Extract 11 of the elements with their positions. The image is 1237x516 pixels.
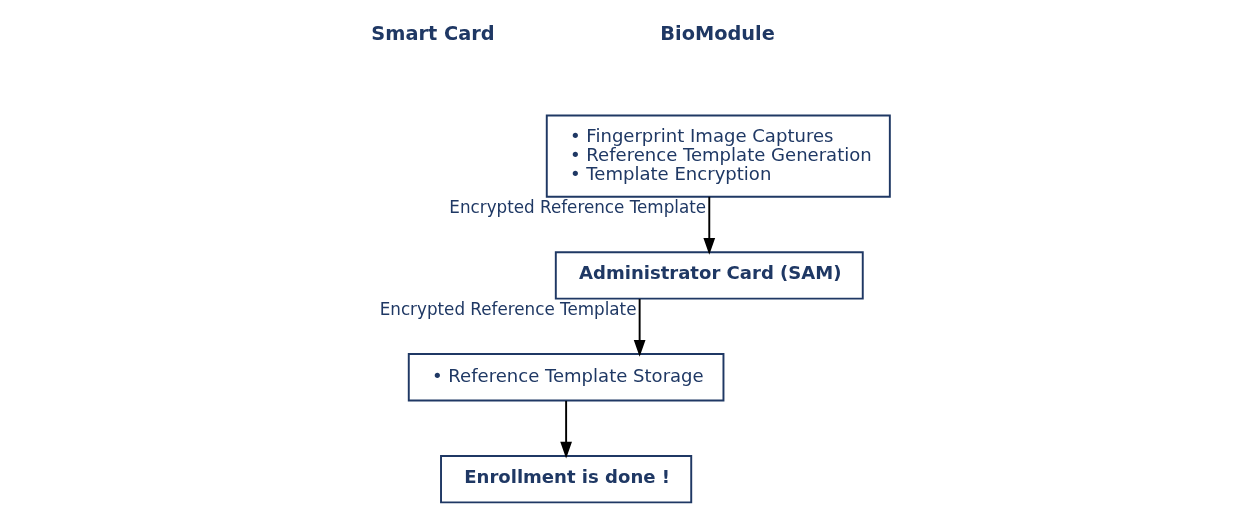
node-box: Administrator Card (SAM) — [554, 251, 864, 300]
arrow — [559, 399, 572, 459]
label: Smart Card — [370, 22, 495, 46]
edge-label: Encrypted Reference Template — [379, 299, 636, 320]
label: BioModule — [659, 22, 775, 46]
edge-label: Encrypted Reference Template — [448, 197, 706, 218]
arrow — [702, 195, 715, 255]
arrow — [633, 298, 645, 357]
node-box: • Fingerprint Image Captures • Reference Template Generation • Template Encryption — [545, 114, 891, 198]
node-box: Enrollment is done ! — [439, 455, 692, 504]
node-box: • Reference Template Storage — [407, 353, 724, 402]
